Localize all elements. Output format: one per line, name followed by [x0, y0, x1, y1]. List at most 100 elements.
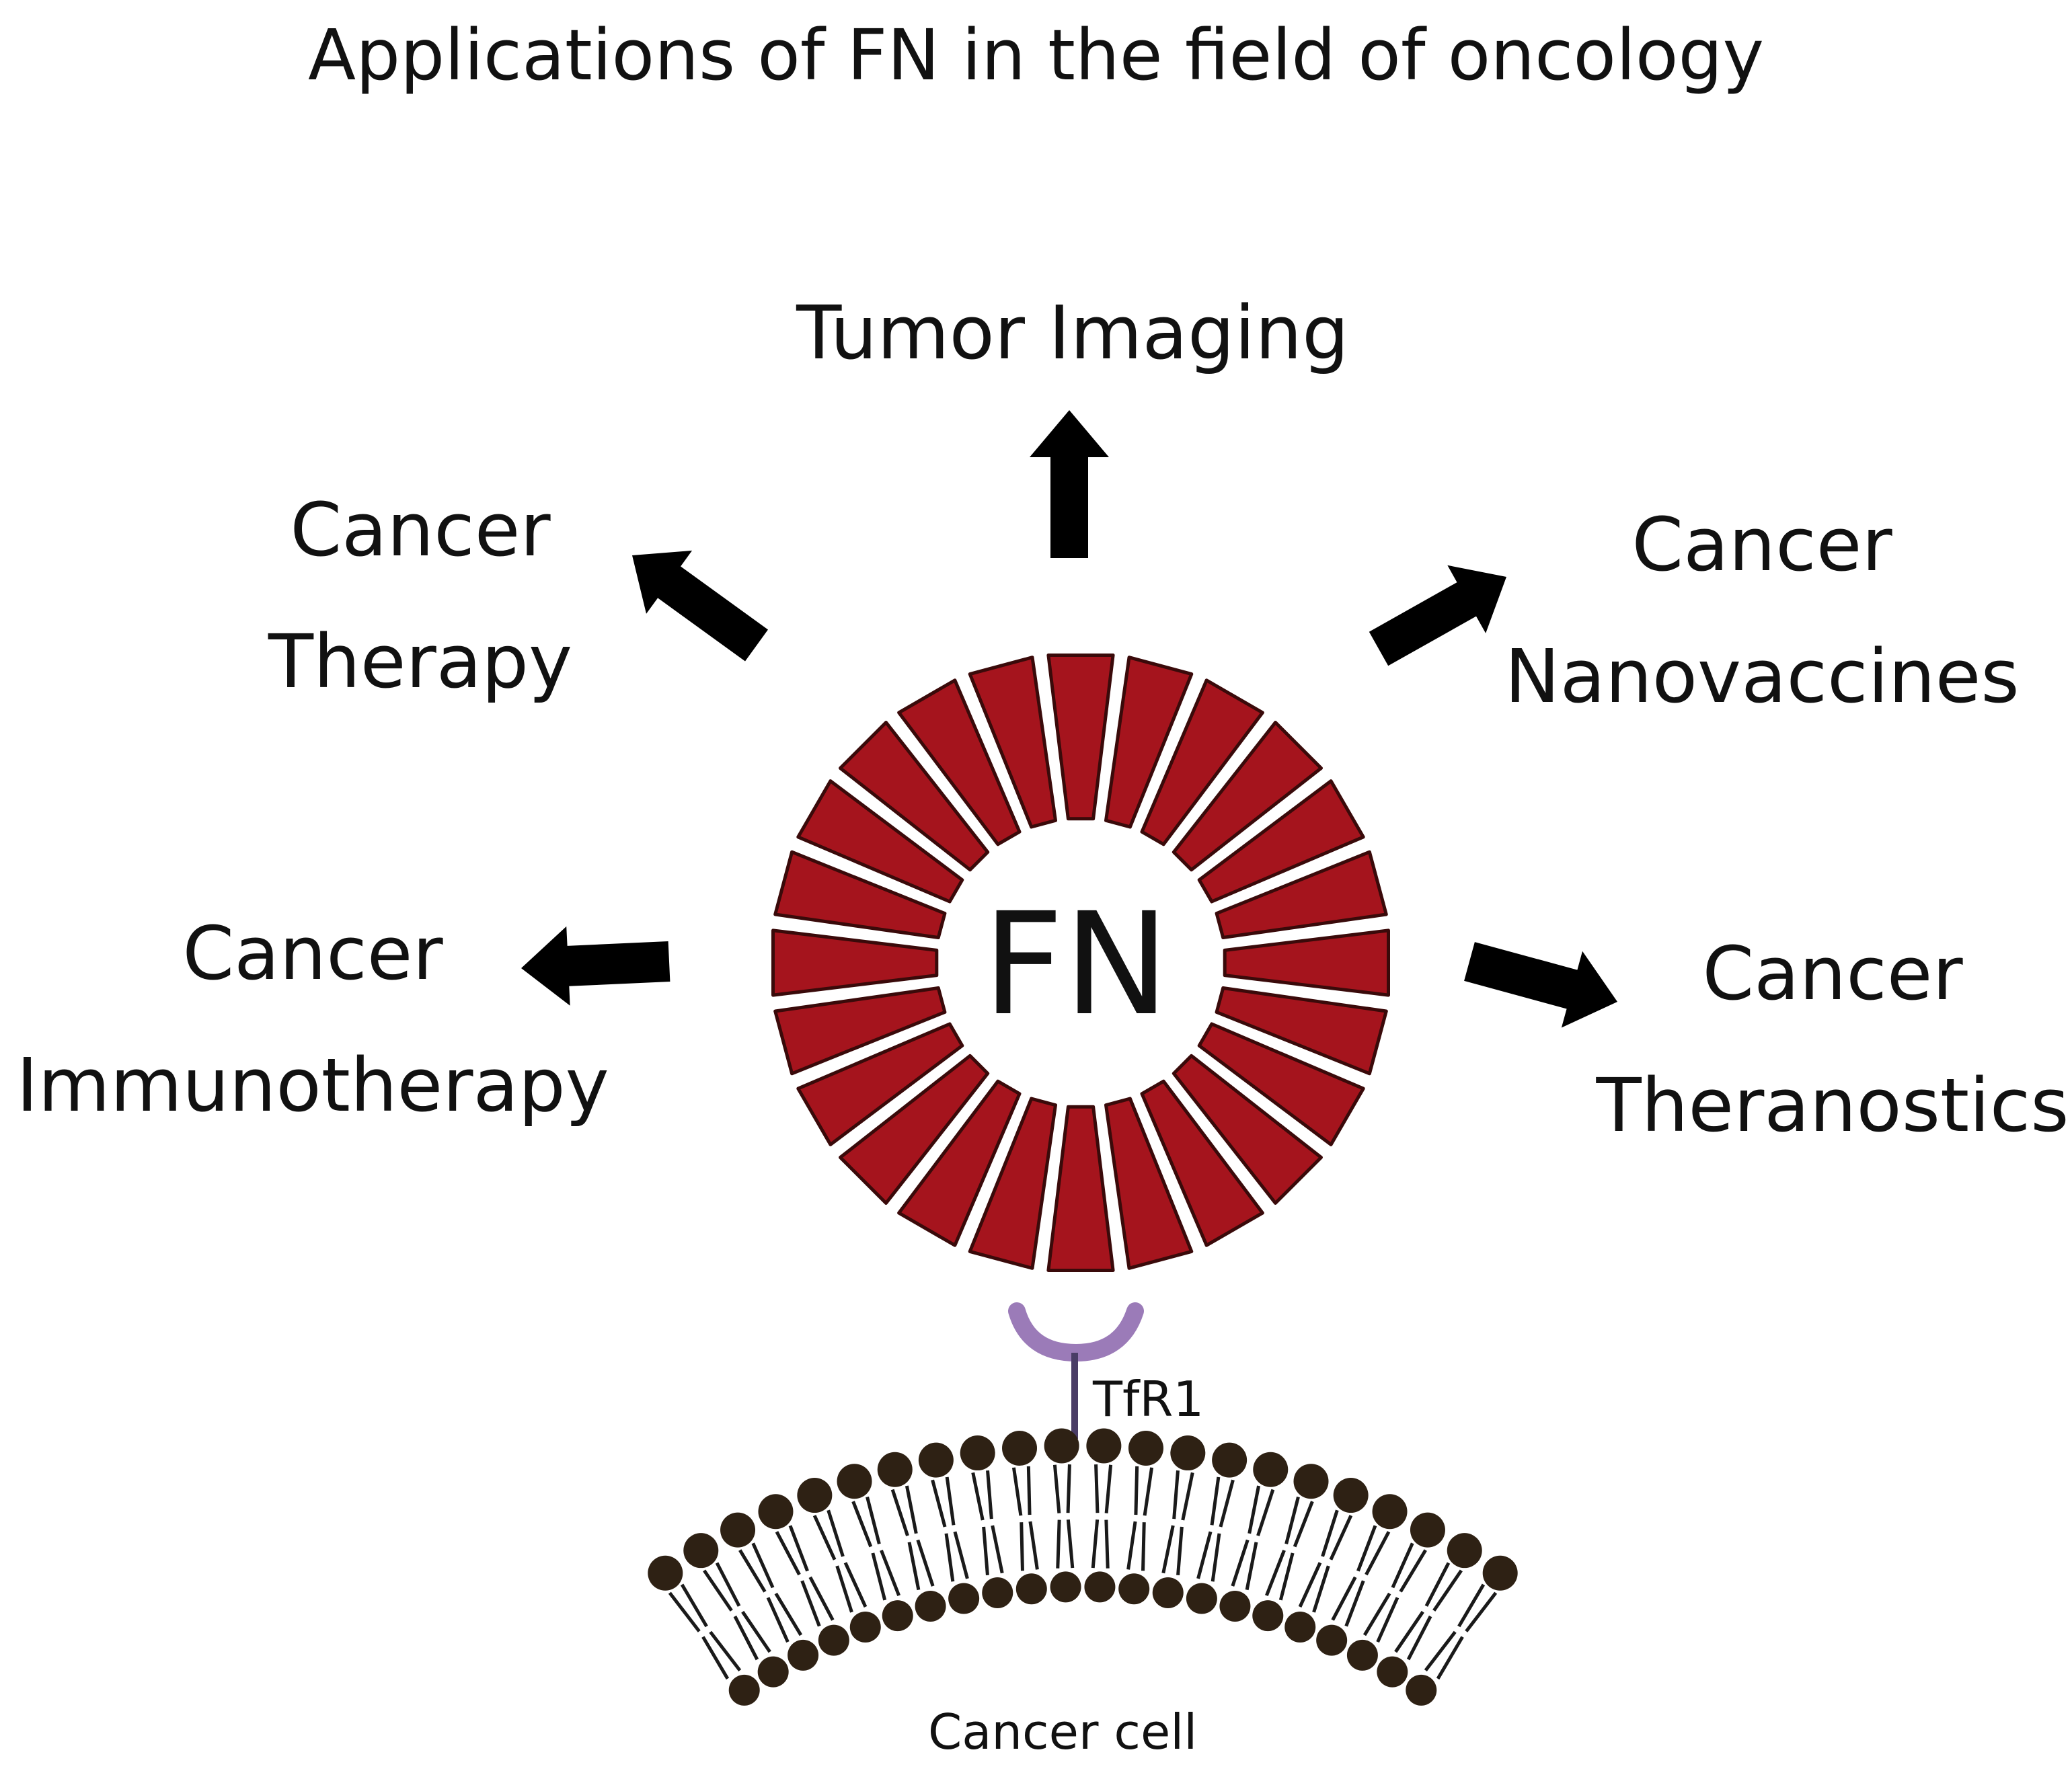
arrow-to-tumor-imaging — [1030, 410, 1109, 558]
lipid-head — [1152, 1577, 1184, 1608]
lipid-tail — [971, 1472, 985, 1521]
lipid-head — [1253, 1452, 1289, 1487]
ferritin-subunit — [897, 678, 1022, 846]
lipid-tail — [1331, 1576, 1357, 1621]
lipid-head — [1316, 1624, 1348, 1656]
lipid-tail — [703, 1569, 733, 1612]
ferritin-label: FN — [983, 882, 1169, 1047]
label-cancer-theranostics-line2: Theranostics — [1596, 1062, 2069, 1148]
lipid-head — [818, 1624, 849, 1656]
lipid-tail — [1126, 1521, 1137, 1570]
lipid-head — [1372, 1494, 1408, 1530]
lipid-tail — [1011, 1467, 1023, 1516]
lipid-head — [720, 1512, 756, 1548]
lipid-tail — [1365, 1531, 1391, 1576]
lipid-tail — [1245, 1542, 1258, 1591]
lipid-tail — [982, 1526, 989, 1575]
lipid-tail — [1321, 1509, 1339, 1557]
lipid-tail — [1094, 1464, 1100, 1513]
lipid-tail — [866, 1496, 881, 1545]
label-cancer-immunotherapy-line2: Immunotherapy — [16, 1042, 609, 1128]
lipid-tail — [1161, 1525, 1175, 1574]
lipid-tail — [1424, 1562, 1451, 1607]
lipid-tail — [986, 1470, 993, 1519]
lipid-tail — [1457, 1583, 1486, 1628]
lipid-tail — [1026, 1466, 1032, 1515]
receptor-label: TfR1 — [1093, 1371, 1204, 1427]
label-cancer-nanovaccines-line1: Cancer — [1632, 502, 1892, 588]
arrow-to-cancer-nanovaccines — [1369, 565, 1506, 666]
ferritin-subunit — [1215, 986, 1388, 1076]
ferritin-subunit — [1197, 1022, 1365, 1146]
lipid-head — [1084, 1571, 1116, 1603]
lipid-tail — [1265, 1549, 1286, 1597]
lipid-tail — [1284, 1496, 1300, 1545]
lipid-head — [849, 1612, 881, 1643]
lipid-tail — [1293, 1501, 1314, 1548]
lipid-tail — [775, 1531, 801, 1576]
ferritin-subunit — [839, 1054, 990, 1205]
lipid-tail — [1424, 1630, 1457, 1672]
lipid-tail — [1104, 1464, 1113, 1513]
lipid-tail — [1465, 1591, 1498, 1632]
lipid-tail — [1278, 1552, 1295, 1601]
lipid-tail — [1028, 1521, 1039, 1570]
lipid-head — [758, 1494, 794, 1530]
ferritin-subunit — [1197, 779, 1365, 904]
lipid-tail — [1256, 1489, 1275, 1536]
lipid-tail — [800, 1580, 821, 1627]
lipid-tail — [1432, 1569, 1463, 1612]
tfr1-receptor — [1008, 1302, 1144, 1439]
ferritin-subunit — [968, 656, 1057, 829]
lipid-head — [757, 1656, 789, 1688]
lipid-tail — [835, 1565, 853, 1613]
ferritin-subunit — [771, 928, 939, 997]
lipid-head — [1406, 1674, 1437, 1706]
lipid-tail — [1329, 1515, 1353, 1560]
lipid-tail — [738, 1549, 767, 1593]
ferritin-subunit — [1172, 721, 1323, 872]
ferritin-subunit — [1172, 1054, 1323, 1205]
lipid-head — [1170, 1435, 1206, 1471]
cell-membrane-bilayer — [648, 1428, 1518, 1706]
lipid-tail — [1399, 1549, 1427, 1593]
lipid-tail — [751, 1542, 775, 1589]
lipid-head — [882, 1600, 913, 1632]
ferritin-subunit — [1140, 1079, 1264, 1247]
lipid-tail — [1066, 1464, 1071, 1513]
label-cancer-immunotherapy: Cancer Immunotherapy — [10, 887, 615, 1151]
lipid-tail — [1052, 1464, 1061, 1513]
lipid-head — [915, 1590, 946, 1622]
lipid-head — [1118, 1573, 1150, 1605]
lipid-tail — [1344, 1580, 1365, 1627]
lipid-tail — [851, 1501, 873, 1548]
ferritin-subunit — [796, 1022, 964, 1146]
ferritin-cage — [771, 654, 1390, 1272]
lipid-head — [877, 1452, 913, 1487]
lipid-tail — [1436, 1636, 1464, 1680]
ferritin-subunit — [1046, 1105, 1115, 1272]
lipid-tail — [991, 1525, 1004, 1574]
lipid-tail — [1196, 1531, 1213, 1579]
lipid-tail — [668, 1591, 701, 1632]
lipid-tail — [871, 1552, 887, 1601]
ferritin-subunit — [1215, 850, 1388, 939]
lipid-tail — [1394, 1610, 1424, 1653]
lipid-tail — [1219, 1479, 1235, 1528]
ferritin-subunit — [796, 779, 964, 904]
lipid-head — [1293, 1464, 1329, 1499]
lipid-tail — [1312, 1565, 1330, 1613]
ferritin-subunit — [773, 986, 947, 1076]
lipid-head — [1212, 1442, 1248, 1478]
ferritin-subunit — [1046, 654, 1115, 821]
lipid-head — [1002, 1430, 1038, 1466]
lipid-tail — [843, 1562, 868, 1608]
lipid-tail — [931, 1479, 947, 1528]
lipid-tail — [1134, 1466, 1139, 1515]
lipid-head — [797, 1478, 833, 1513]
lipid-head — [918, 1442, 954, 1478]
lipid-head — [648, 1555, 683, 1591]
lipid-tail — [1211, 1533, 1221, 1582]
lipid-tail — [808, 1576, 835, 1621]
lipid-tail — [701, 1636, 730, 1680]
